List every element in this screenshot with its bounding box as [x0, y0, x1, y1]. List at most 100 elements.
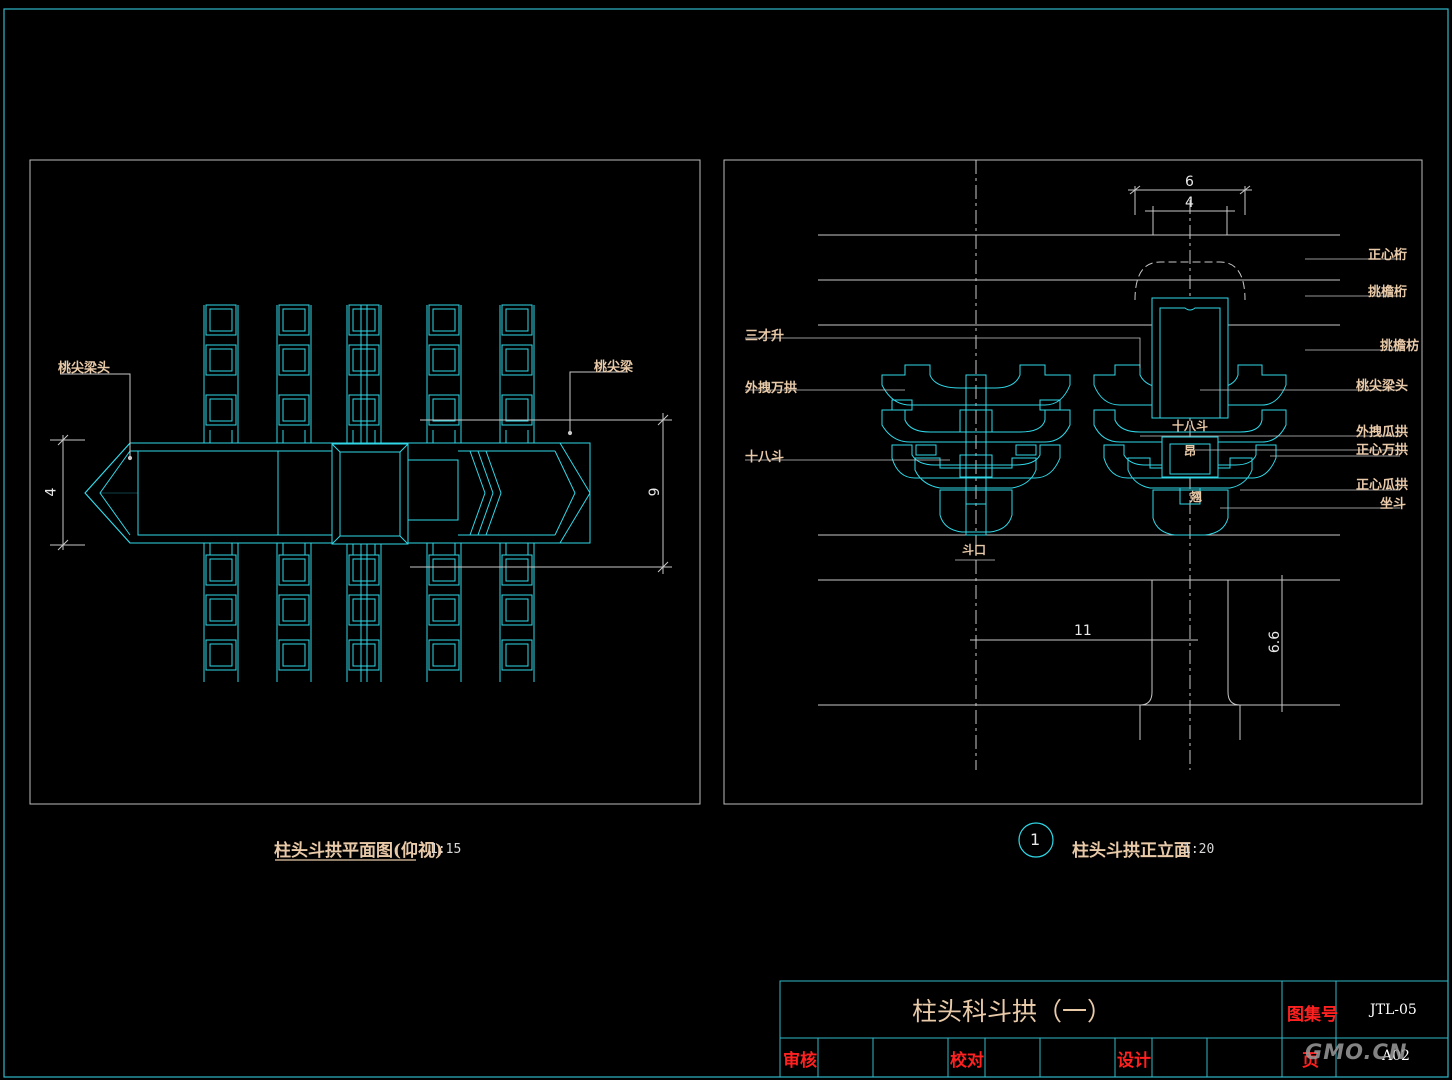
elev-label-right: 挑檐桁 [1368, 285, 1408, 300]
plan-view-frame [29, 159, 701, 805]
plan-arm-element [205, 594, 237, 626]
plan-arm-element [352, 558, 376, 582]
plan-arm-element [501, 344, 533, 376]
plan-arm-element [501, 304, 533, 336]
plan-arm-element [278, 304, 310, 336]
plan-arm-element [505, 398, 529, 422]
plan-arm-element [282, 348, 306, 372]
elevation-view-scale: 1:20 [1183, 842, 1215, 857]
plan-arm-element [209, 558, 233, 582]
plan-arm-element [428, 554, 460, 586]
elev-label-inner: 斗口 [962, 543, 987, 557]
plan-arm-element [428, 304, 460, 336]
plan-view-scale: 1:15 [430, 842, 462, 857]
elev-label-right: 正心瓜拱 [1356, 478, 1409, 493]
plan-label-left: 桃尖梁头 [58, 361, 111, 376]
watermark: GMO.CN [1305, 1040, 1408, 1064]
elevation-view-number: 1 [1030, 830, 1041, 849]
plan-arm-element [278, 594, 310, 626]
check-label: 校对 [950, 1051, 984, 1071]
elev-dim-top-inner: 4 [1185, 195, 1194, 211]
plan-arm-element [209, 348, 233, 372]
plan-arm-element [505, 558, 529, 582]
plan-arm-element [432, 308, 456, 332]
page-label: 页 [1302, 1051, 1319, 1071]
plan-arm-element [352, 348, 376, 372]
plan-view-drawing [84, 304, 591, 682]
elev-dim-top-outer: 6 [1185, 174, 1194, 190]
sheet-border [3, 8, 1449, 1078]
elev-label-left: 三才升 [745, 329, 785, 344]
plan-arm-element [352, 643, 376, 667]
title-block [779, 980, 1449, 1078]
plan-arm-element [428, 394, 460, 426]
plan-arm-element [282, 558, 306, 582]
plan-arm-element [428, 639, 460, 671]
plan-arm-element [501, 554, 533, 586]
plan-arm-element [348, 394, 380, 426]
plan-arm-element [505, 348, 529, 372]
plan-label-right: 桃尖梁 [594, 360, 634, 375]
elev-label-inner: 昂 [1184, 444, 1197, 458]
elev-label-left: 十八斗 [745, 450, 785, 465]
plan-arm-element [205, 344, 237, 376]
plan-arm-element [428, 594, 460, 626]
atlas-label: 图集号 [1287, 1005, 1338, 1025]
plan-view-caption: 柱头斗拱平面图(仰视) [274, 841, 444, 861]
page-number: A02 [1382, 1048, 1410, 1064]
plan-arm-element [428, 344, 460, 376]
elev-dim-bottom: 11 [1074, 623, 1092, 639]
plan-annotations [50, 371, 672, 574]
plan-arm-element [205, 304, 237, 336]
atlas-number: JTL-05 [1370, 1002, 1417, 1018]
plan-arm-element [505, 643, 529, 667]
elev-label-right: 正心桁 [1368, 248, 1408, 263]
plan-arm-element [282, 308, 306, 332]
elevation-view-frame [723, 159, 1423, 805]
elev-label-right: 挑檐枋 [1380, 339, 1420, 354]
plan-arm-element [432, 643, 456, 667]
plan-arm-element [209, 398, 233, 422]
design-label: 设计 [1117, 1051, 1151, 1071]
plan-dim-left: 4 [43, 487, 60, 497]
view-number-circle [1018, 822, 1054, 858]
plan-arm-element [205, 554, 237, 586]
plan-arm-element [282, 643, 306, 667]
plan-arm-element [352, 398, 376, 422]
review-label: 审核 [783, 1051, 817, 1071]
plan-arm-element [278, 639, 310, 671]
plan-arm-element [432, 348, 456, 372]
plan-arm-element [278, 394, 310, 426]
elev-label-inner: 十八斗 [1172, 419, 1209, 433]
plan-arm-element [352, 598, 376, 622]
plan-arm-element [209, 598, 233, 622]
elev-label-right: 坐斗 [1380, 497, 1407, 512]
plan-arm-element [432, 598, 456, 622]
elevation-grid-lines [818, 160, 1340, 770]
elevation-view-caption: 柱头斗拱正立面 [1072, 841, 1191, 861]
plan-arm-element [282, 398, 306, 422]
elev-label-left: 外拽万拱 [745, 381, 798, 396]
plan-arm-element [209, 308, 233, 332]
plan-arm-element [352, 308, 376, 332]
drawing-title: 柱头科斗拱（一） [912, 997, 1113, 1026]
plan-arm-element [501, 639, 533, 671]
elev-label-right: 外拽瓜拱 [1356, 425, 1409, 440]
plan-arm-element [505, 598, 529, 622]
plan-arm-element [348, 594, 380, 626]
plan-arm-element [278, 344, 310, 376]
plan-arm-element [205, 639, 237, 671]
elev-label-right: 正心万拱 [1356, 443, 1409, 458]
elev-dim-right: 6.6 [1267, 630, 1284, 654]
plan-arm-element [501, 594, 533, 626]
plan-arm-element [348, 304, 380, 336]
elevation-bracket-drawing [881, 297, 1287, 536]
plan-arm-element [432, 398, 456, 422]
plan-arm-element [209, 643, 233, 667]
plan-arm-element [348, 344, 380, 376]
plan-arm-element [348, 554, 380, 586]
elev-label-inner: 翘 [1190, 490, 1203, 504]
plan-arm-element [348, 639, 380, 671]
